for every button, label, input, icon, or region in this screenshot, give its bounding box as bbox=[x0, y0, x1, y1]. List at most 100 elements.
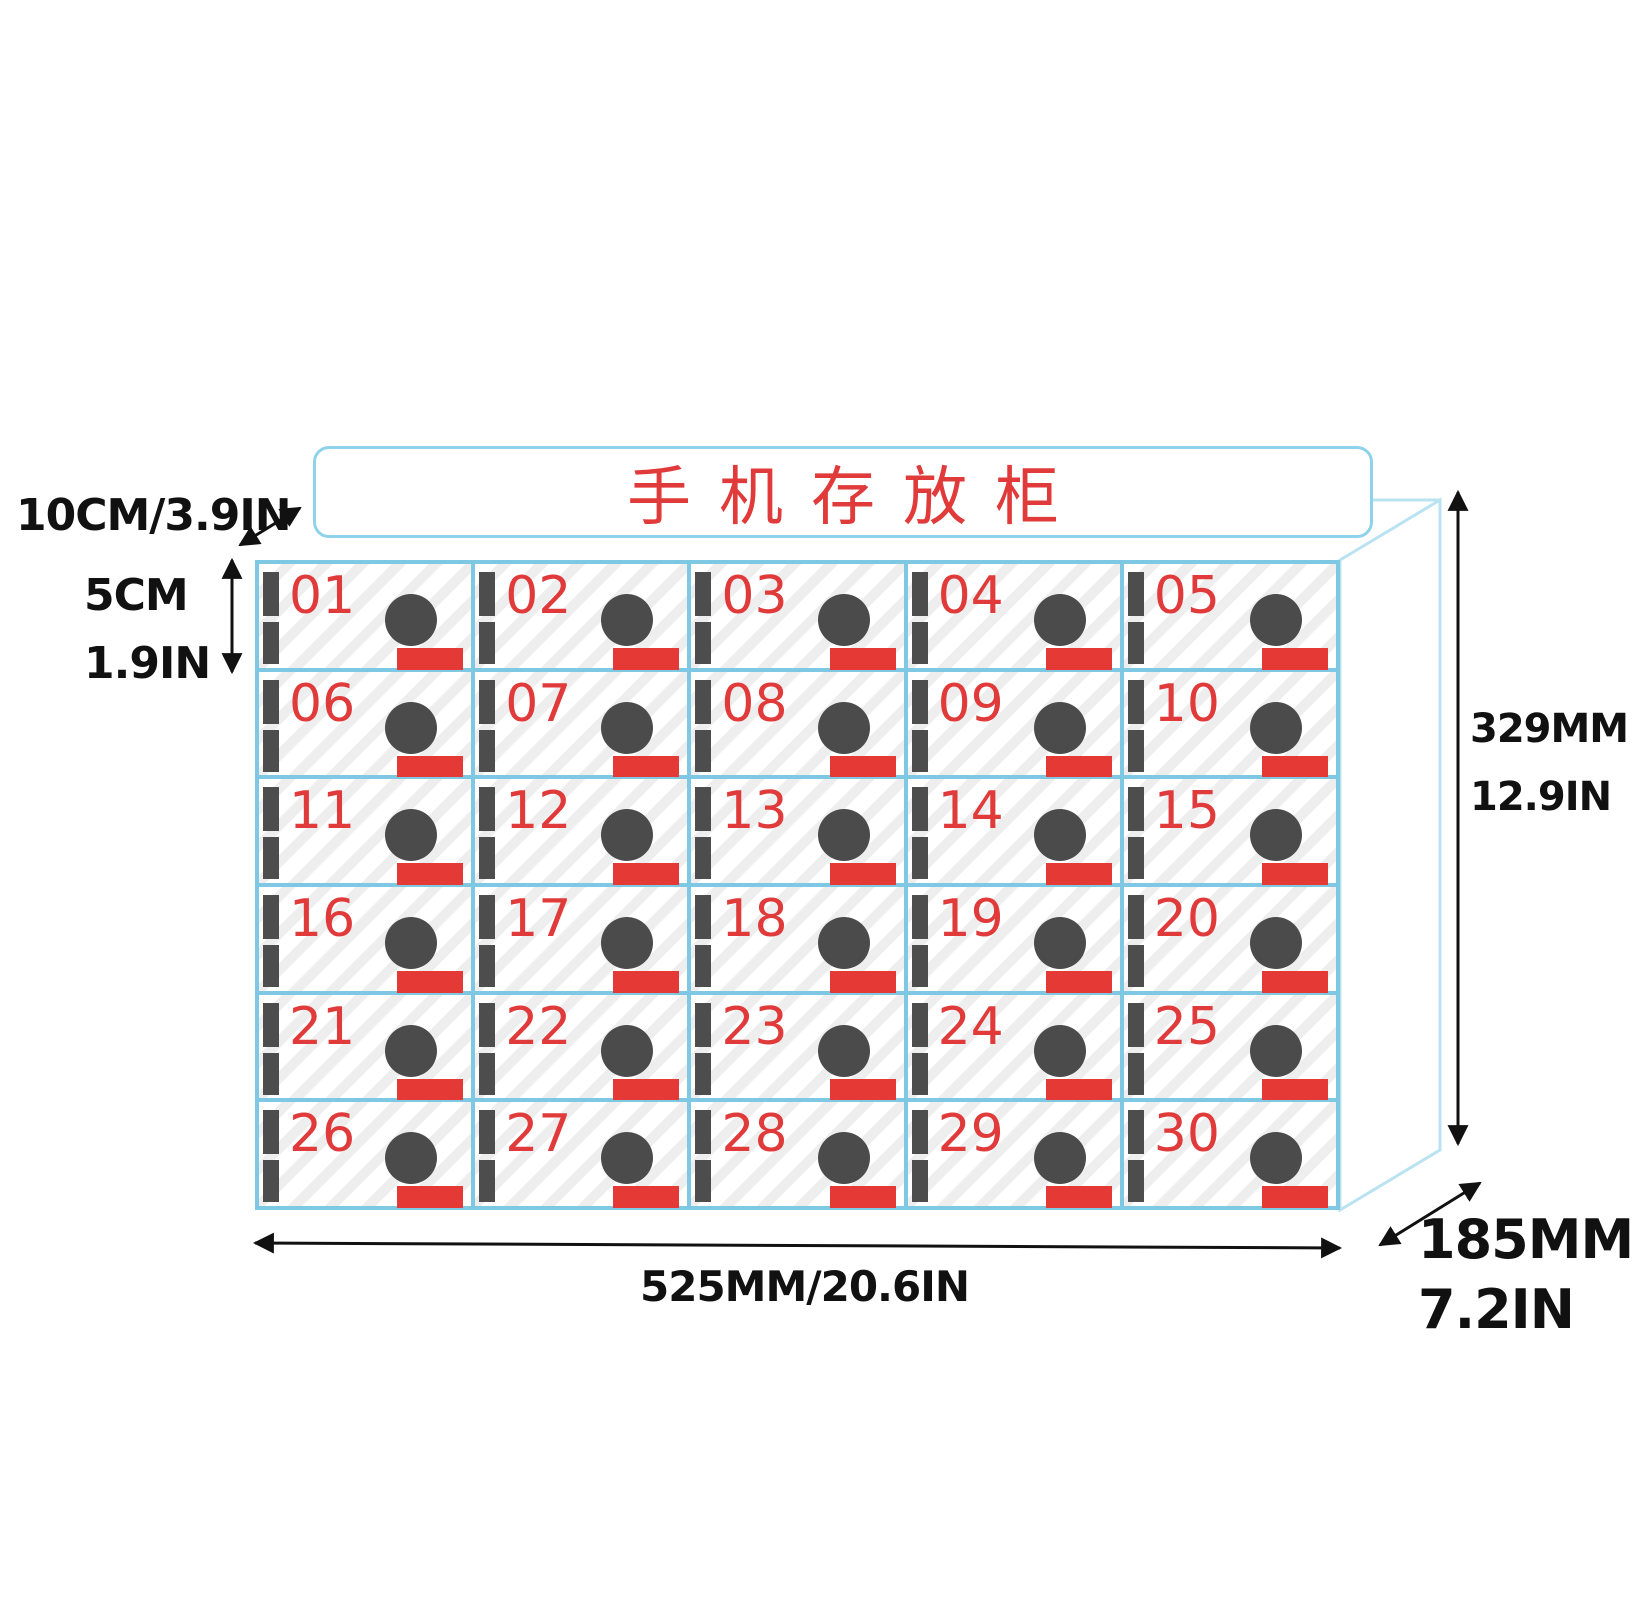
slot-divider-bar bbox=[911, 1052, 928, 1095]
name-tag-icon bbox=[1261, 863, 1328, 886]
slot-divider-bar bbox=[479, 1110, 496, 1155]
phone-slot: 29 bbox=[905, 1100, 1122, 1209]
person-head-icon bbox=[601, 594, 654, 646]
name-tag-icon bbox=[613, 1186, 680, 1209]
slot-divider-bar bbox=[695, 729, 712, 772]
slot-divider-bar bbox=[695, 894, 712, 939]
slot-divider-bar bbox=[263, 787, 279, 832]
slot-divider-bar bbox=[263, 1160, 279, 1203]
phone-slot: 16 bbox=[257, 884, 474, 993]
slot-number: 21 bbox=[289, 996, 356, 1057]
phone-slot: 26 bbox=[257, 1100, 474, 1209]
name-tag-icon bbox=[1045, 1186, 1112, 1209]
person-head-icon bbox=[1033, 916, 1086, 969]
slot-number: 07 bbox=[505, 673, 572, 734]
slot-height-in-label: 1.9IN bbox=[84, 638, 211, 689]
slot-divider-bar bbox=[1127, 679, 1144, 724]
phone-slot: 11 bbox=[257, 777, 474, 886]
slot-divider-bar bbox=[695, 622, 712, 664]
name-tag-icon bbox=[1045, 970, 1112, 993]
slot-number: 28 bbox=[721, 1104, 788, 1165]
slot-divider-bar bbox=[263, 572, 279, 616]
person-head-icon bbox=[1033, 1132, 1086, 1185]
slot-divider-bar bbox=[1127, 1052, 1144, 1095]
cabinet-side-panel bbox=[1338, 497, 1442, 1213]
phone-slot: 04 bbox=[905, 562, 1122, 670]
slot-divider-bar bbox=[911, 944, 928, 987]
header-depth-arrow bbox=[238, 506, 302, 547]
name-tag-icon bbox=[613, 648, 680, 670]
phone-slot: 24 bbox=[905, 992, 1122, 1101]
slot-divider-bar bbox=[911, 837, 928, 880]
name-tag-icon bbox=[829, 1186, 896, 1209]
slot-divider-bar bbox=[479, 944, 496, 987]
phone-slot: 20 bbox=[1121, 884, 1338, 993]
person-head-icon bbox=[385, 1024, 438, 1077]
slot-number: 18 bbox=[721, 888, 788, 949]
phone-slot: 15 bbox=[1121, 777, 1338, 886]
slot-divider-bar bbox=[1127, 1160, 1144, 1203]
phone-slot: 02 bbox=[473, 562, 690, 670]
slot-number: 01 bbox=[289, 566, 356, 626]
phone-slot: 08 bbox=[689, 669, 906, 778]
person-head-icon bbox=[1033, 701, 1086, 754]
slot-divider-bar bbox=[1127, 894, 1144, 939]
name-tag-icon bbox=[613, 755, 680, 778]
name-tag-icon bbox=[829, 648, 896, 670]
person-head-icon bbox=[1033, 1024, 1086, 1077]
depth-mm-label: 185MM bbox=[1418, 1208, 1633, 1271]
height-mm-label: 329MM bbox=[1470, 706, 1629, 752]
slot-divider-bar bbox=[479, 894, 496, 939]
name-tag-icon bbox=[397, 970, 464, 993]
phone-slot: 05 bbox=[1121, 562, 1338, 670]
name-tag-icon bbox=[397, 1078, 464, 1101]
slot-number: 15 bbox=[1153, 781, 1220, 842]
height-in-label: 12.9IN bbox=[1470, 774, 1612, 820]
name-tag-icon bbox=[397, 863, 464, 886]
slot-divider-bar bbox=[263, 729, 279, 772]
slot-divider-bar bbox=[479, 787, 496, 832]
name-tag-icon bbox=[613, 970, 680, 993]
phone-slot: 30 bbox=[1121, 1100, 1338, 1209]
person-head-icon bbox=[385, 809, 438, 862]
person-head-icon bbox=[601, 809, 654, 862]
person-head-icon bbox=[1249, 1132, 1302, 1185]
phone-slot: 14 bbox=[905, 777, 1122, 886]
person-head-icon bbox=[817, 809, 870, 862]
slot-divider-bar bbox=[695, 572, 712, 616]
slot-number: 09 bbox=[937, 673, 1004, 734]
slot-divider-bar bbox=[263, 1002, 279, 1047]
slot-number: 03 bbox=[721, 566, 788, 626]
person-head-icon bbox=[385, 701, 438, 754]
slot-divider-bar bbox=[479, 622, 496, 664]
slot-number: 20 bbox=[1153, 888, 1220, 949]
phone-slot: 07 bbox=[473, 669, 690, 778]
name-tag-icon bbox=[1261, 648, 1328, 670]
slot-divider-bar bbox=[695, 1110, 712, 1155]
slot-divider-bar bbox=[911, 729, 928, 772]
slot-divider-bar bbox=[263, 894, 279, 939]
slot-divider-bar bbox=[911, 572, 928, 616]
slot-divider-bar bbox=[263, 1052, 279, 1095]
slot-number: 13 bbox=[721, 781, 788, 842]
slot-divider-bar bbox=[1127, 1002, 1144, 1047]
phone-slot: 12 bbox=[473, 777, 690, 886]
name-tag-icon bbox=[829, 755, 896, 778]
slot-number: 04 bbox=[937, 566, 1004, 626]
slot-divider-bar bbox=[695, 1052, 712, 1095]
slot-divider-bar bbox=[1127, 729, 1144, 772]
person-head-icon bbox=[601, 1132, 654, 1185]
slot-number: 11 bbox=[289, 781, 356, 842]
slot-number: 30 bbox=[1153, 1104, 1220, 1165]
person-head-icon bbox=[385, 1132, 438, 1185]
name-tag-icon bbox=[1045, 648, 1112, 670]
name-tag-icon bbox=[829, 970, 896, 993]
name-tag-icon bbox=[397, 648, 464, 670]
person-head-icon bbox=[1033, 594, 1086, 646]
phone-slot: 18 bbox=[689, 884, 906, 993]
slot-divider-bar bbox=[479, 1052, 496, 1095]
slot-divider-bar bbox=[479, 679, 496, 724]
slot-divider-bar bbox=[479, 1002, 496, 1047]
name-tag-icon bbox=[1261, 1186, 1328, 1209]
